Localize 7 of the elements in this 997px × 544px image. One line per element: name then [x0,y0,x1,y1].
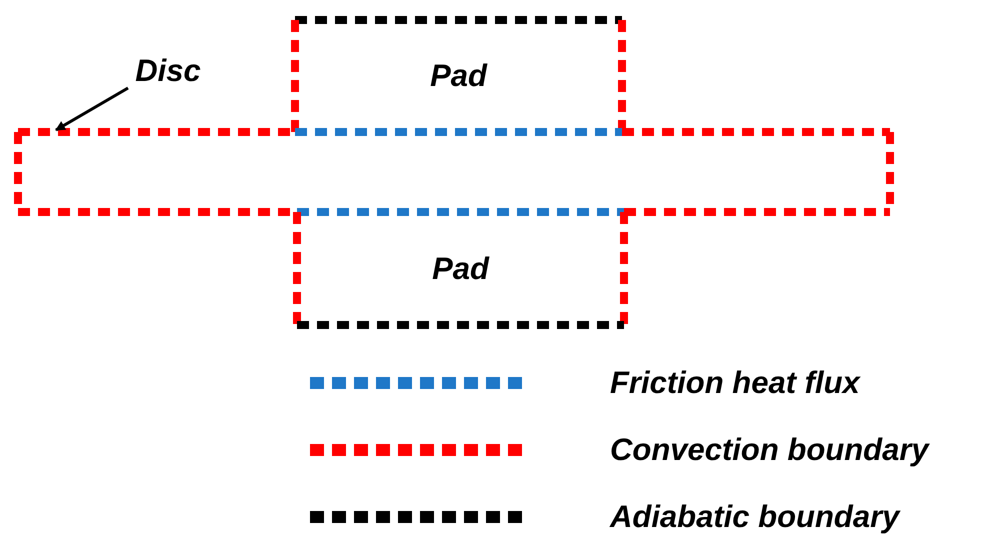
legend-text: Adiabatic boundary [610,499,900,535]
label-text: Pad [430,58,487,94]
arrow [55,86,129,132]
label-text: Pad [432,250,489,286]
legend-text: Friction heat flux [610,365,860,401]
legend-text: Convection boundary [610,432,929,468]
label-text: Disc [135,53,201,89]
